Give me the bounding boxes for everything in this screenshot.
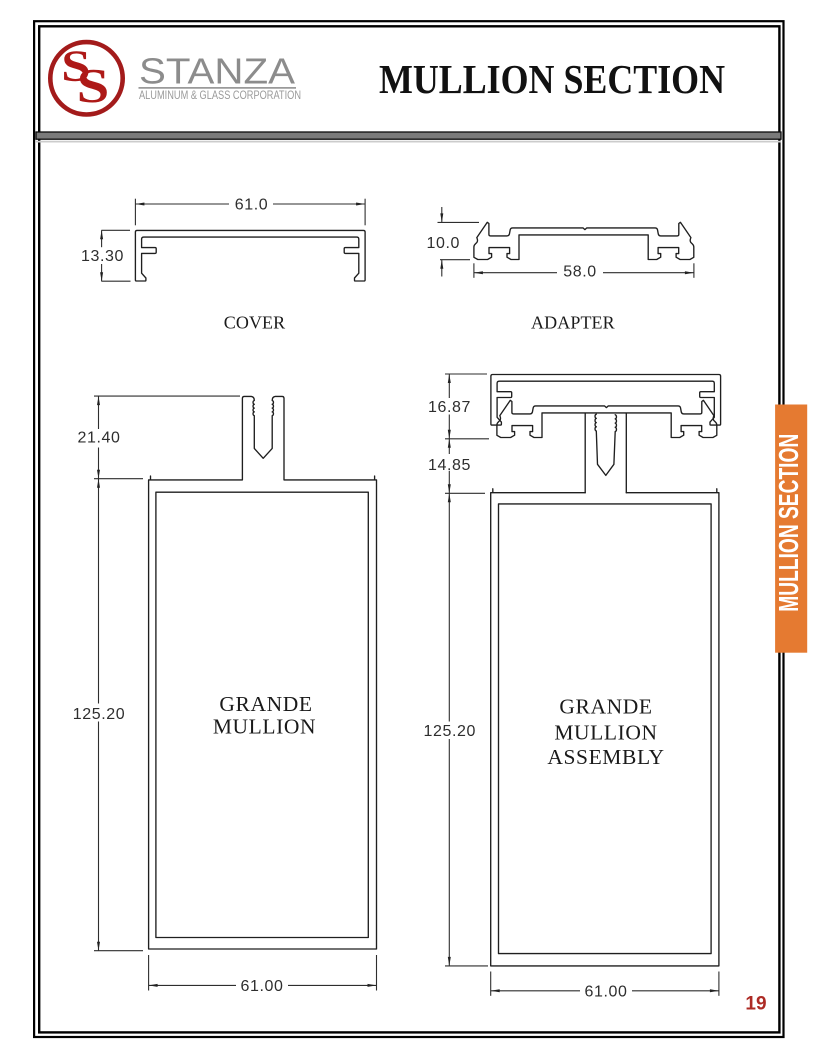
svg-text:MULLION SECTION: MULLION SECTION [379,56,725,102]
svg-text:125.20: 125.20 [424,723,477,740]
svg-text:GRANDE: GRANDE [559,695,652,719]
svg-text:ALUMINUM & GLASS CORPORATION: ALUMINUM & GLASS CORPORATION [139,88,301,102]
svg-text:14.85: 14.85 [428,457,471,474]
svg-text:21.40: 21.40 [77,429,120,446]
svg-text:61.00: 61.00 [240,978,283,995]
svg-text:S: S [77,58,110,112]
svg-text:MULLION: MULLION [554,720,657,744]
svg-text:ASSEMBLY: ASSEMBLY [547,745,664,769]
svg-text:MULLION SECTION: MULLION SECTION [773,434,804,612]
svg-text:16.87: 16.87 [428,399,471,416]
svg-text:10.0: 10.0 [427,235,461,252]
svg-text:S: S [61,41,90,90]
svg-text:MULLION: MULLION [213,715,316,739]
svg-text:19: 19 [745,994,766,1015]
svg-text:61.00: 61.00 [584,984,627,1001]
svg-text:COVER: COVER [224,313,286,333]
svg-text:61.0: 61.0 [235,196,269,213]
svg-text:ADAPTER: ADAPTER [531,313,615,333]
svg-text:STANZA: STANZA [139,51,296,92]
svg-text:125.20: 125.20 [73,706,126,723]
svg-text:13.30: 13.30 [81,248,124,265]
svg-text:58.0: 58.0 [563,263,597,280]
svg-text:GRANDE: GRANDE [219,692,312,716]
